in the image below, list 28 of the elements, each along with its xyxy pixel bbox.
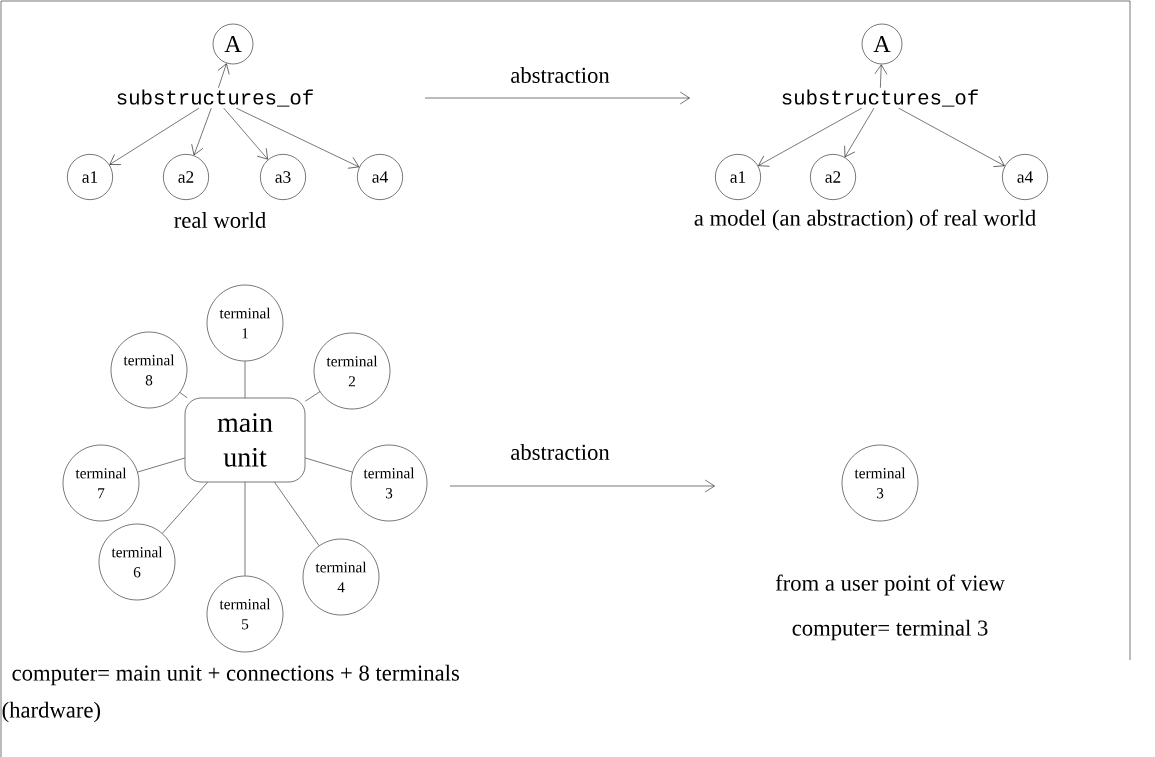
arrow [844, 107, 875, 158]
connection-line [137, 457, 185, 473]
arrow [223, 107, 268, 160]
caption: a model (an abstraction) of real world [694, 209, 1036, 231]
connection-line [305, 391, 321, 402]
arrow [874, 64, 888, 89]
caption: abstraction [511, 444, 610, 460]
caption: from a user point of view [775, 574, 1005, 596]
arrow [217, 63, 230, 89]
arrow [109, 107, 200, 165]
connection-line [179, 392, 188, 398]
caption: computer= main unit + connections + 8 terminals [12, 664, 459, 686]
connection-line [305, 457, 353, 473]
connection-line [244, 482, 246, 576]
main-unit-box: main unit [184, 397, 306, 483]
arrow [898, 107, 1005, 167]
connection-line [162, 482, 208, 534]
arrow [191, 107, 212, 156]
relation-label: substructures_of [782, 89, 978, 107]
caption: computer= terminal 3 [792, 619, 988, 641]
arrow [236, 107, 360, 169]
relation-label: substructures_of [117, 89, 313, 107]
arrow [758, 107, 862, 167]
caption: (hardware) [2, 701, 100, 723]
connection-line [274, 482, 320, 546]
caption: real world [174, 212, 266, 228]
caption: abstraction [511, 67, 610, 83]
connection-line [244, 361, 246, 398]
